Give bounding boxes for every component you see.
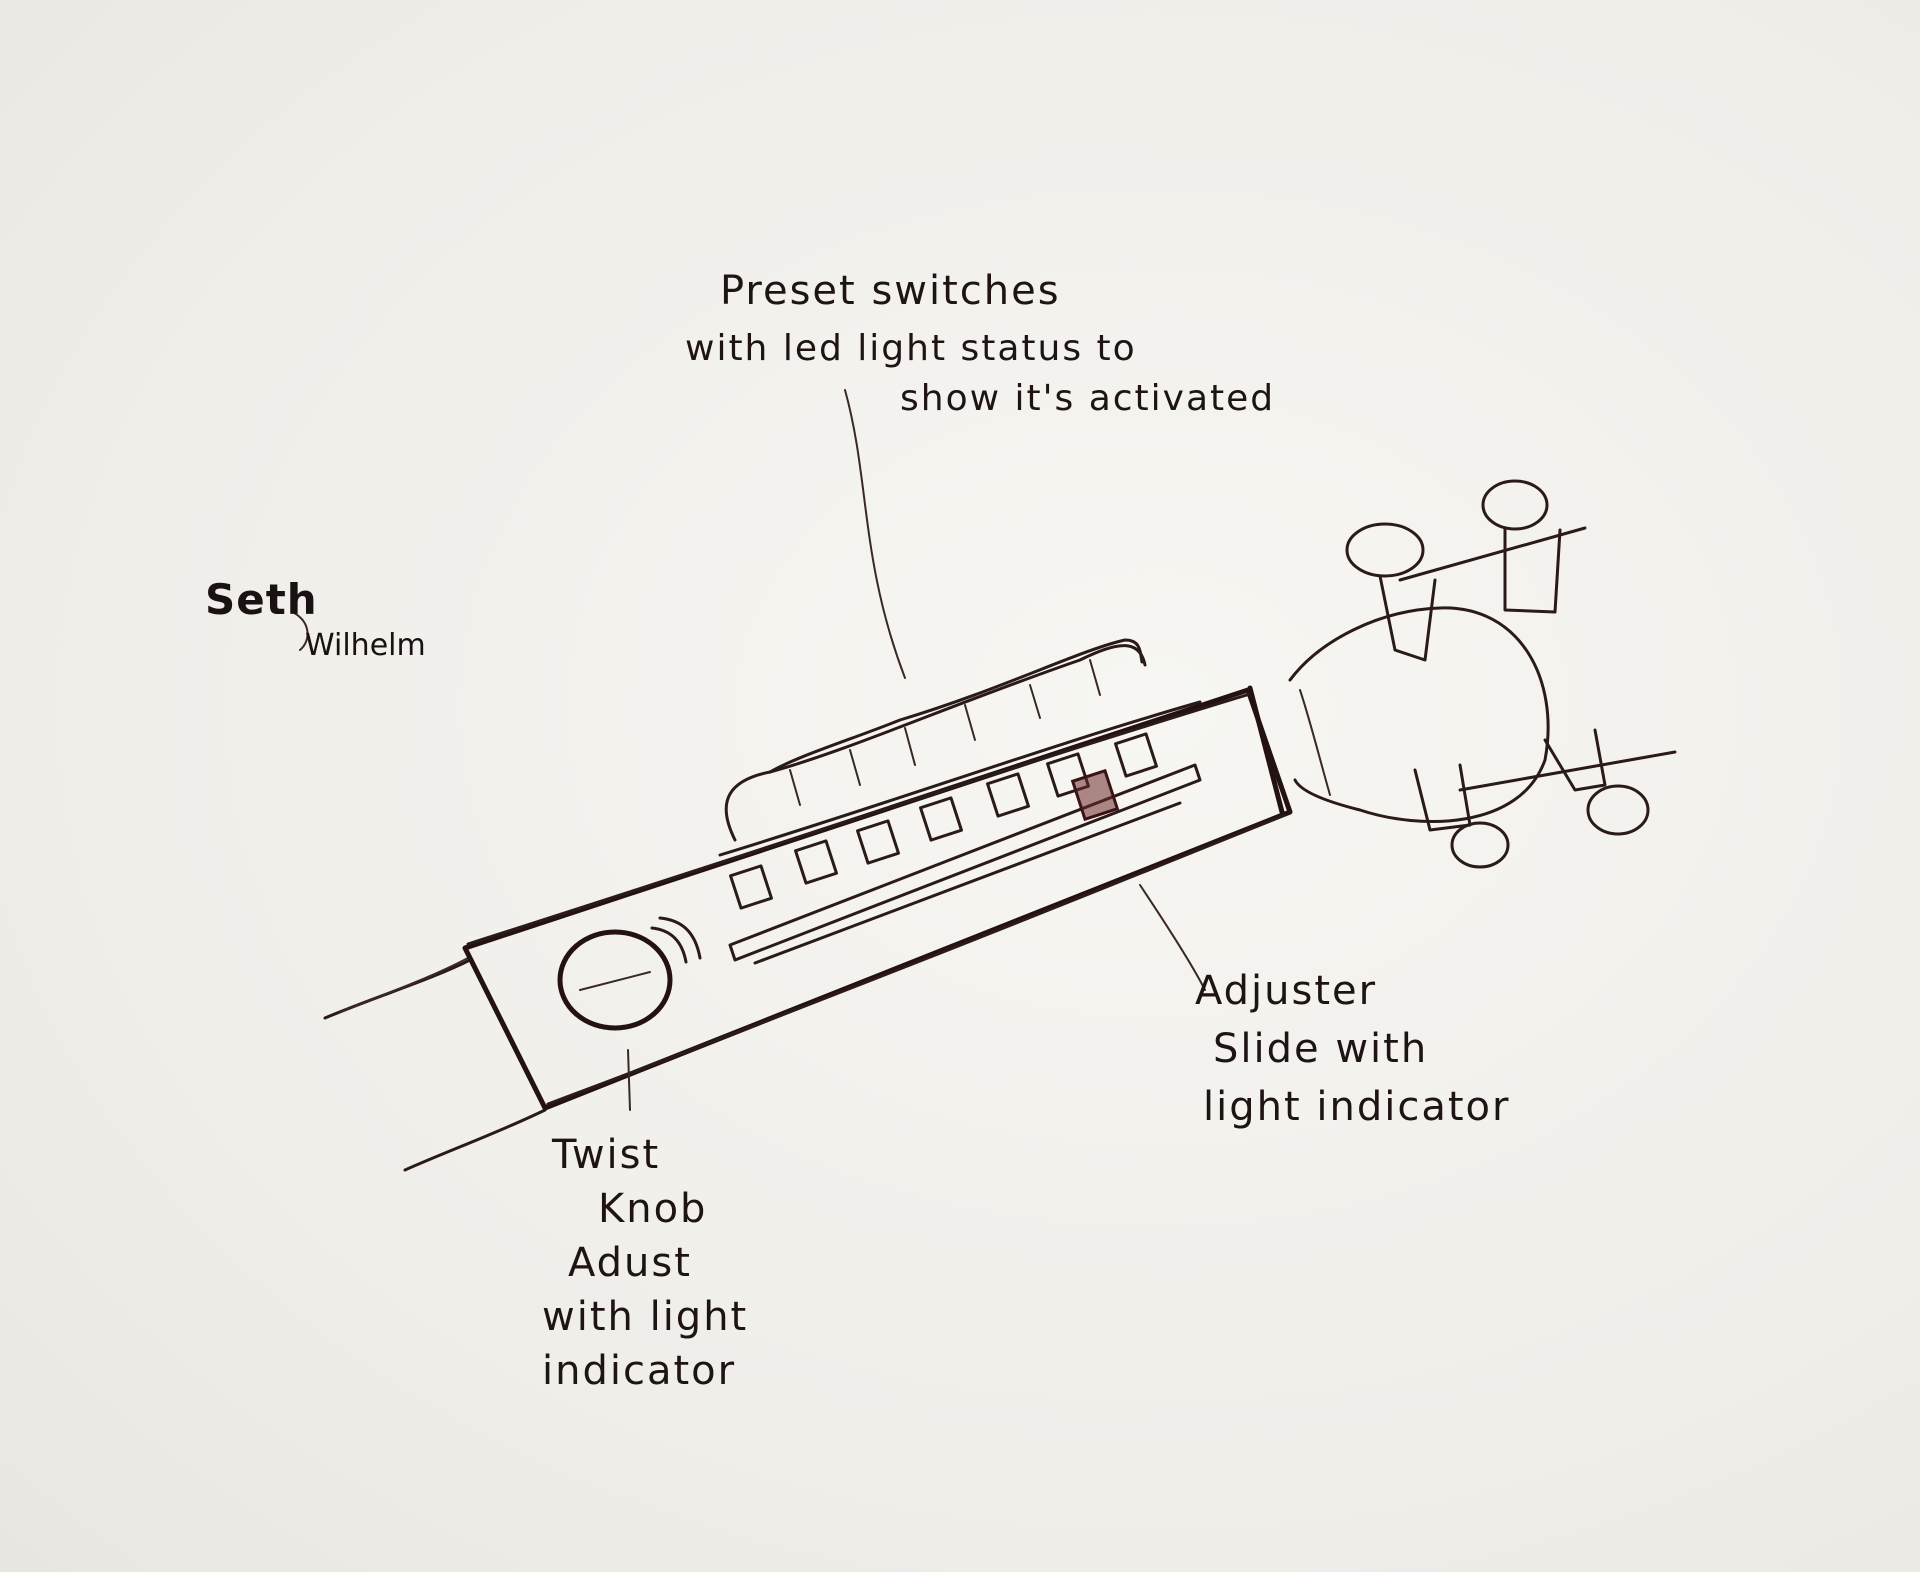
preset-switches-label: Preset switches with led light status to…: [685, 262, 1276, 428]
signature: Seth Wilhelm: [205, 575, 426, 663]
knob-label-line-3: Adust: [568, 1240, 692, 1286]
preset-switch[interactable]: [919, 796, 963, 842]
preset-label-line-3: show it's activated: [900, 378, 1276, 419]
adjuster-label-line-2: Slide with: [1213, 1026, 1429, 1072]
preset-switch[interactable]: [1114, 732, 1158, 778]
adjuster-label-line-1: Adjuster: [1195, 968, 1378, 1014]
preset-bracket: [724, 389, 1147, 842]
knob-label-line-4: with light: [542, 1294, 749, 1340]
signature-last: Wilhelm: [305, 628, 426, 663]
twist-knob[interactable]: [557, 916, 702, 1111]
control-panel: [462, 687, 1293, 1111]
adjuster-slide[interactable]: [728, 763, 1206, 991]
preset-switches: [729, 732, 1158, 910]
preset-switch[interactable]: [1046, 752, 1090, 798]
preset-label-line-1: Preset switches: [720, 268, 1061, 314]
signature-first: Seth: [205, 575, 318, 624]
signature-flourish: [291, 611, 309, 651]
twist-knob-label: Twist Knob Adust with light indicator: [540, 1128, 748, 1398]
adjuster-label-line-3: light indicator: [1203, 1084, 1511, 1130]
preset-switch[interactable]: [729, 864, 773, 910]
headstock: [1247, 479, 1677, 869]
preset-switch[interactable]: [794, 839, 838, 885]
preset-switch[interactable]: [986, 772, 1030, 818]
guitar-neck: [323, 957, 547, 1172]
preset-label-line-2: with led light status to: [685, 328, 1137, 369]
knob-label-line-2: Knob: [598, 1186, 708, 1232]
preset-switch[interactable]: [856, 819, 900, 865]
knob-label-line-1: Twist: [552, 1132, 661, 1178]
knob-label-line-5: indicator: [542, 1348, 737, 1394]
slider-marker[interactable]: [1070, 768, 1120, 822]
adjuster-slide-label: Adjuster Slide with light indicator: [1195, 962, 1510, 1136]
